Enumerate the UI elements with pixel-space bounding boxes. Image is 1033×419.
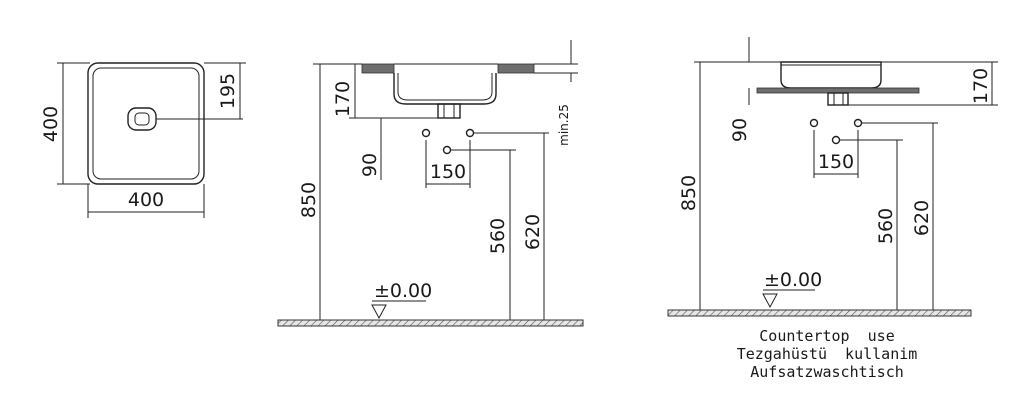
- section-depth-170-label: 170: [332, 81, 354, 117]
- plan-depth-label: 400: [40, 106, 62, 142]
- plan-drain-offset-label: 195: [217, 73, 239, 109]
- basin-section: [393, 73, 497, 105]
- plan-width-label: 400: [128, 189, 164, 211]
- countertop-slab-left: [361, 63, 395, 74]
- drain-section: [437, 103, 461, 119]
- countertop-basin-section: [780, 61, 882, 89]
- floor-left: [277, 319, 584, 327]
- water-inlet-right: [465, 128, 475, 138]
- countertop-height-620-label: 620: [911, 200, 933, 236]
- countertop-drain: [827, 92, 849, 106]
- floor-level-label-right: ±0.00: [764, 269, 822, 291]
- floor-right: [667, 309, 972, 317]
- floor-level-marker: [371, 304, 387, 320]
- drain-inner: [134, 112, 150, 126]
- basin-outline-outer: [87, 62, 205, 185]
- countertop-height-560-label: 560: [875, 208, 897, 244]
- caption-line-2: Tezgahüstü kullanim: [737, 345, 918, 363]
- countertop-inlet-right: [853, 118, 863, 128]
- section-spacing-150-label: 150: [430, 161, 466, 183]
- water-inlet-left: [421, 128, 431, 138]
- section-height-560-label: 560: [487, 218, 509, 254]
- floor-level-label-left: ±0.00: [374, 280, 432, 302]
- countertop-slab-right: [497, 63, 535, 74]
- plan-view: 400 195 400: [40, 62, 246, 218]
- caption-line-1: Countertop use: [759, 327, 894, 345]
- section-height-850-label: 850: [298, 182, 320, 218]
- countertop-spacing-90-label: 90: [729, 118, 751, 142]
- drain-outer: [127, 107, 157, 131]
- countertop-waste-outlet: [831, 135, 841, 145]
- countertop-slab: [756, 87, 920, 94]
- countertop-spacing-150-label: 150: [818, 151, 854, 173]
- countertop-height-850-label: 850: [678, 175, 700, 211]
- min-thickness-note: min.25: [557, 104, 571, 146]
- basin-outline-inner: [92, 67, 200, 180]
- caption-line-3: Aufsatzwaschtisch: [750, 363, 904, 381]
- section-spacing-90-label: 90: [359, 153, 381, 177]
- floor-level-marker-right: [762, 293, 778, 309]
- section-view-countertop: 170 850 90 150 560 620 ±0.00 Countertop …: [667, 37, 998, 381]
- section-view-built-in: 850 170 min.25 90 150 560 620 ±0: [277, 40, 584, 327]
- section-height-620-label: 620: [522, 214, 544, 250]
- waste-outlet: [442, 145, 452, 155]
- countertop-depth-170-label: 170: [970, 68, 992, 104]
- countertop-inlet-left: [809, 118, 819, 128]
